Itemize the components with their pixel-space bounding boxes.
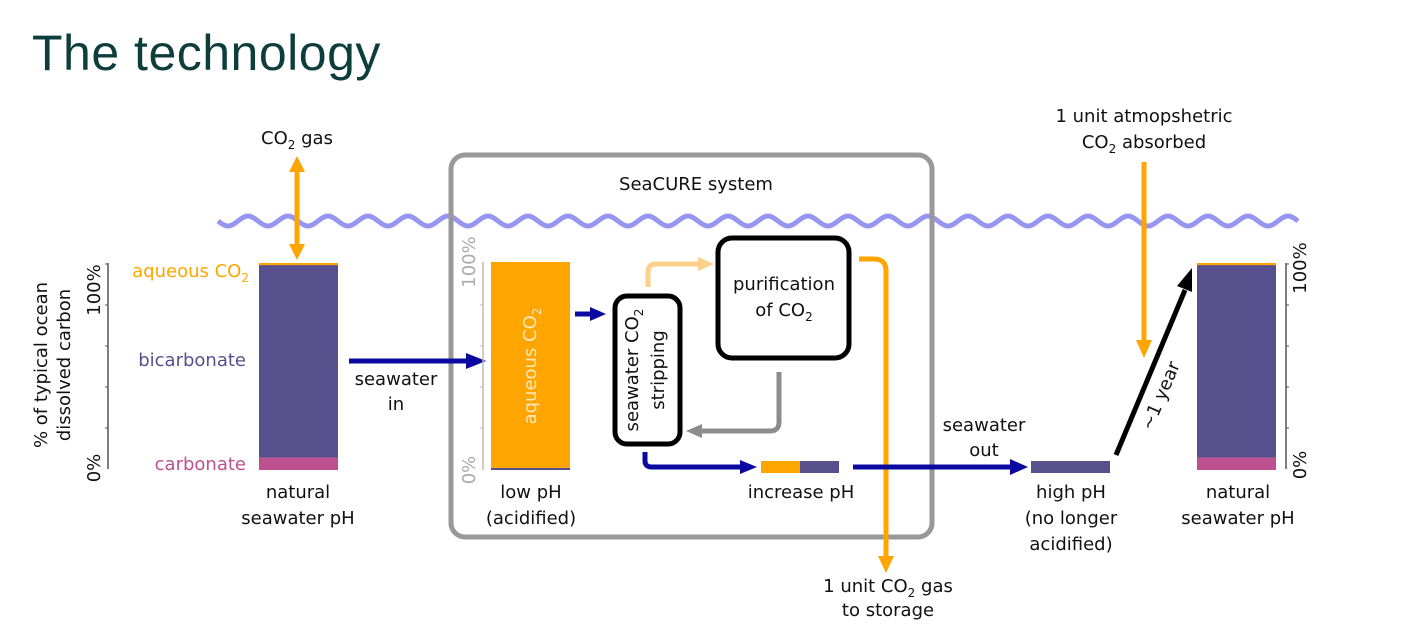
stripping-box <box>612 293 683 447</box>
storage-line2: to storage <box>842 600 934 621</box>
seawater-out-arrow <box>853 459 1028 475</box>
y-axis-title-line2: dissolved carbon <box>54 289 75 441</box>
atmos-line1: 1 unit atmopshetric <box>1055 106 1232 127</box>
bar-segment-aqueous-co2 <box>1197 263 1276 266</box>
bar-segment-aqueous-co2 <box>259 263 338 266</box>
bar-segment-bicarbonate <box>800 461 839 473</box>
tick-100-right: 100% <box>1290 242 1311 293</box>
one-year-arrow <box>1113 268 1192 456</box>
seawater-out-line2: out <box>969 440 998 461</box>
co2-gas-exchange-arrow <box>289 156 305 260</box>
bar-segment-aqueous-co2 <box>761 461 800 473</box>
legend-aqueous-co2: aqueous CO2 <box>132 261 249 285</box>
bar-segment-carbonate <box>1197 457 1276 470</box>
seawater-out-line1: seawater <box>943 415 1026 436</box>
legend-carbonate: carbonate <box>155 454 246 475</box>
high-ph-line3: acidified) <box>1029 534 1112 555</box>
bar-segment-bicarbonate <box>259 265 338 458</box>
increase-ph-label: increase pH <box>748 482 855 503</box>
low-ph-line2: (acidified) <box>486 508 576 529</box>
purification-line1: purification <box>733 274 835 295</box>
seacure-system-box <box>448 152 935 540</box>
high-ph-line2: (no longer <box>1025 508 1118 529</box>
high-ph-line1: high pH <box>1036 482 1106 503</box>
y-axis-title-line1: % of typical ocean <box>31 282 52 448</box>
natural-label-right-line2: seawater pH <box>1181 508 1294 529</box>
page-title: The technology <box>32 25 381 81</box>
recycle-arrow <box>686 372 782 438</box>
seawater-in-line2: in <box>388 394 404 415</box>
co2-to-storage-arrow <box>859 256 894 573</box>
bar-segment-bicarbonate <box>491 467 570 470</box>
bar-segment-aqueous-co2 <box>491 262 570 468</box>
purification-box <box>715 235 852 361</box>
sea-surface-wave <box>216 213 1300 229</box>
one-year-label: ~1 year <box>1137 358 1185 433</box>
purification-line2: of CO2 <box>755 300 812 324</box>
tick-100-left: 100% <box>84 264 105 315</box>
bar-segment-bicarbonate <box>1197 265 1276 458</box>
co2-to-purification-arrow <box>645 257 714 287</box>
seawater-in-arrow <box>349 353 486 369</box>
tick-0-right: 0% <box>1290 451 1311 480</box>
stripping-label-line2: stripping <box>648 330 669 410</box>
stacked-bars <box>259 262 1276 473</box>
right-y-axis <box>1285 263 1289 469</box>
natural-label-left-line2: seawater pH <box>241 508 354 529</box>
low-ph-axis <box>480 262 484 470</box>
natural-label-right-line1: natural <box>1206 482 1270 503</box>
legend-bicarbonate: bicarbonate <box>138 350 246 371</box>
aqueous-co2-bar-label: aqueous CO2 <box>520 308 544 425</box>
atmospheric-co2-arrow <box>1136 162 1152 358</box>
natural-label-left-line1: natural <box>266 482 330 503</box>
to-stripping-arrow <box>575 307 606 321</box>
left-y-axis <box>105 263 109 469</box>
tick-0-left: 0% <box>84 454 105 483</box>
seawater-in-line1: seawater <box>355 369 438 390</box>
bar-segment-carbonate <box>259 457 338 470</box>
bar-segment-bicarbonate <box>1031 461 1110 473</box>
storage-line1: 1 unit CO2 gas <box>823 576 953 600</box>
system-title: SeaCURE system <box>619 174 773 195</box>
tick-0-lowph: 0% <box>459 456 480 485</box>
atmos-line2: CO2 absorbed <box>1082 132 1206 156</box>
tick-100-lowph: 100% <box>459 236 480 287</box>
stripping-label-line1: seawater CO2 <box>622 309 646 432</box>
low-ph-line1: low pH <box>500 482 561 503</box>
co2-gas-label: CO2 gas <box>261 128 333 152</box>
to-increase-ph-arrow <box>642 452 757 474</box>
